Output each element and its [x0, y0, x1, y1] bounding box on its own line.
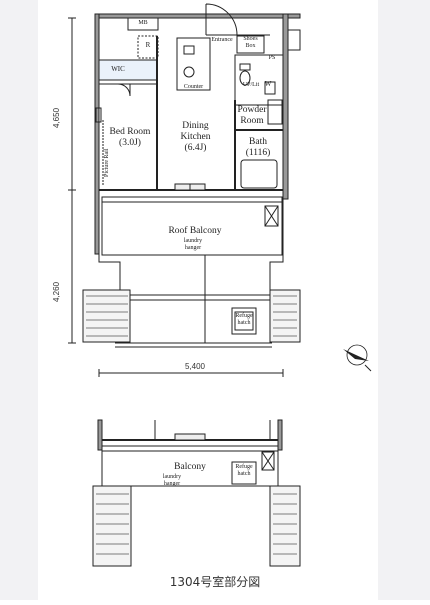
bath-tub: [240, 159, 278, 189]
stair-hatch-lower: [96, 493, 297, 555]
right-margin-band: [378, 0, 430, 600]
dim-height-upper: 4,650: [52, 107, 61, 128]
up-lit-label: UP/Lit: [242, 82, 260, 88]
mb-label: MB: [138, 20, 148, 26]
balcony-label: Balcony: [174, 462, 206, 472]
toilet-room: [234, 54, 284, 106]
wic-label: WIC: [111, 65, 125, 73]
entrance-door: [205, 3, 238, 36]
left-margin-band: [0, 0, 38, 600]
mb-box: [127, 17, 159, 31]
w-label: W: [264, 80, 272, 88]
kitchen-counter: [176, 37, 211, 91]
ps-label: PS: [268, 55, 276, 61]
left-wall: [94, 13, 100, 255]
north-arrow-icon: [343, 344, 372, 372]
entrance-label: Entrance: [211, 37, 233, 43]
dim-height-lower: 4,260: [52, 281, 61, 302]
shoes-box: [236, 35, 265, 54]
picture-rail-label: Picture Rail: [104, 148, 110, 178]
wic-door: [117, 83, 131, 97]
refuge-hatch-roof: [231, 307, 257, 335]
counter-label: Counter: [183, 84, 204, 90]
stair-hatch-upper: [86, 295, 297, 337]
fridge-label: R: [145, 41, 151, 49]
bath-label: Bath(1116): [245, 137, 271, 158]
right-jog: [288, 29, 301, 51]
top-wall: [94, 13, 301, 19]
bed-room-label: Bed Room(3.0J): [109, 127, 151, 148]
balcony-top-wall: [97, 419, 103, 451]
roof-balcony-label: Roof Balcony: [168, 226, 222, 236]
right-wall: [282, 13, 289, 200]
toilet-icon: [239, 70, 251, 86]
dim-width: 5,400: [184, 362, 206, 371]
refuge-hatch-balcony: [231, 461, 257, 485]
plan-caption: 1304号室部分図: [169, 575, 261, 589]
